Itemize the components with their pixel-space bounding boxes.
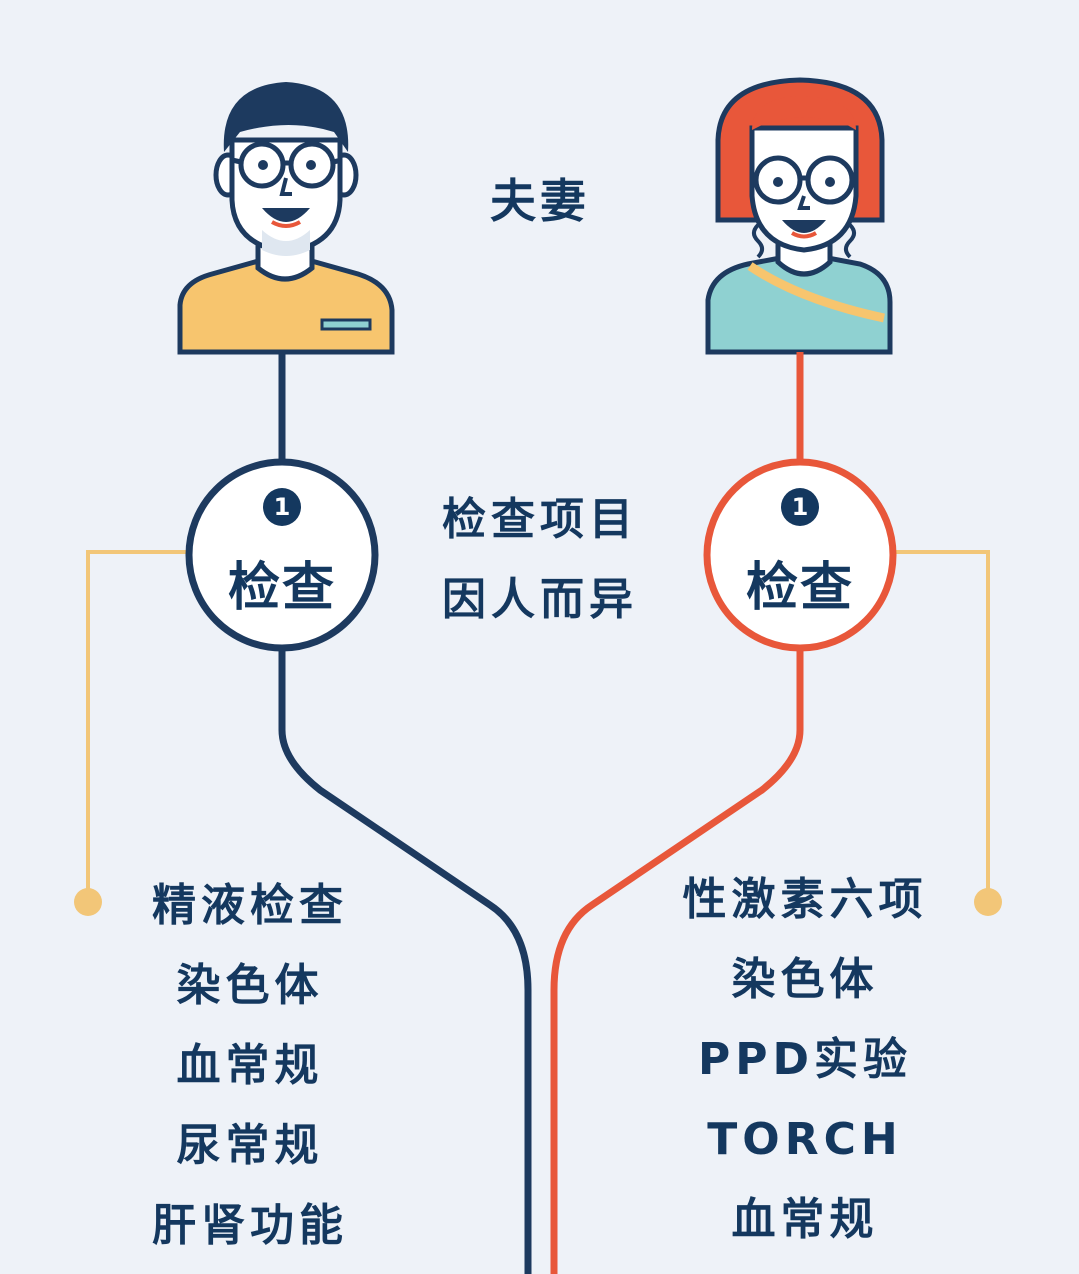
couple-label: 夫妻 <box>490 174 590 228</box>
list-item: 尿常规 <box>176 1120 324 1171</box>
list-item: PPD实验 <box>697 1034 913 1085</box>
list-item: 染色体 <box>176 960 324 1011</box>
center-caption-line2: 因人而异 <box>442 574 638 625</box>
list-item: 肝肾功能 <box>152 1200 348 1251</box>
center-caption-line1: 检查项目 <box>442 494 638 545</box>
wife-branch-line <box>550 648 804 1274</box>
husband-step-circle <box>185 458 379 652</box>
husband-yellow-connector <box>86 550 186 902</box>
wife-step-number-badge: 1 <box>781 488 819 526</box>
list-item: 血常规 <box>731 1194 879 1245</box>
wife-yellow-dot <box>974 888 1002 916</box>
wife-yellow-connector <box>896 550 990 902</box>
man-with-glasses-avatar-icon <box>177 82 395 355</box>
husband-step-number-badge: 1 <box>263 488 301 526</box>
woman-with-glasses-avatar-icon <box>705 77 893 355</box>
list-item: 精液检查 <box>152 880 348 931</box>
husband-yellow-dot <box>74 888 102 916</box>
husband-step-label: 检查 <box>227 558 336 618</box>
wife-step-circle <box>703 458 897 652</box>
wife-checkup-list: 性激素六项 染色体 PPD实验 TORCH 血常规 <box>645 872 965 1272</box>
husband-checkup-list: 精液检查 染色体 血常规 尿常规 肝肾功能 <box>90 878 410 1274</box>
list-item: 染色体 <box>731 954 879 1005</box>
husband-branch-line <box>278 648 532 1274</box>
list-item: TORCH <box>707 1114 903 1165</box>
list-item: 血常规 <box>176 1040 324 1091</box>
list-item: 性激素六项 <box>682 874 928 925</box>
wife-step-label: 检查 <box>745 558 854 618</box>
